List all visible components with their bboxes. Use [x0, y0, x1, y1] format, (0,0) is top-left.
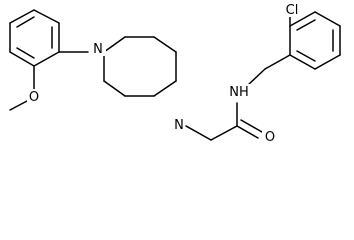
piperazine-bottom-n-label: N: [174, 118, 184, 133]
bond-ring-right-1: [264, 54, 291, 70]
methoxyphenyl-ring: [9, 9, 60, 67]
bond-ring-left-4: [33, 51, 60, 67]
bond-ring-right-6: [314, 54, 341, 70]
bond-piperazine-n-ch2: [185, 125, 212, 141]
amide-nh-label: NH: [229, 85, 249, 100]
bond-piperazine-3: [153, 36, 177, 53]
bond-ch2-carbonyl: [210, 125, 238, 141]
bond-carbonyl-o-1: [236, 125, 259, 139]
bond-piperazine-5: [153, 80, 177, 97]
bond-ring-left-5: [9, 51, 35, 67]
piperazine-ring: N N: [90, 36, 187, 133]
acetamide-chain: O NH: [185, 68, 278, 145]
bond-ring-right-3: [289, 11, 316, 27]
bond-ring-left-2: [33, 9, 60, 24]
ether-oxygen-background: [27, 89, 41, 104]
chlorine-label: Cl: [286, 3, 299, 18]
piperazine-bottom-n-background: [171, 117, 187, 132]
bond-ring-right-inner-1: [296, 19, 316, 31]
bond-ring-right-4: [314, 11, 341, 27]
bond-carbonyl-o-2: [240, 119, 263, 133]
piperazine-top-n-background: [90, 41, 106, 56]
bond-ring-left-1: [9, 9, 35, 24]
methoxy-group: O: [9, 65, 41, 111]
ether-oxygen-label: O: [29, 90, 39, 105]
bond-ring-right-7: [289, 54, 316, 70]
bond-ring-left-inner-3: [16, 47, 35, 59]
chlorophenyl-ring: Cl: [264, 2, 341, 70]
chemical-structure-diagram: O N N O: [9, 2, 341, 145]
chlorine-background: [281, 2, 303, 17]
structure-canvas: O N N O: [9, 2, 341, 145]
bond-piperazine-1: [103, 36, 126, 53]
amide-nh-background: [226, 84, 252, 99]
amide-oxygen-label: O: [265, 130, 275, 145]
bond-ring-right-inner-3: [296, 50, 316, 62]
bond-piperazine-7: [103, 80, 126, 97]
bond-ether-o-methyl: [9, 100, 28, 111]
bond-nh-aryl: [247, 68, 266, 86]
bond-ring-left-inner-1: [16, 16, 35, 28]
amide-oxygen-background: [262, 129, 278, 144]
piperazine-top-n-label: N: [93, 42, 103, 57]
